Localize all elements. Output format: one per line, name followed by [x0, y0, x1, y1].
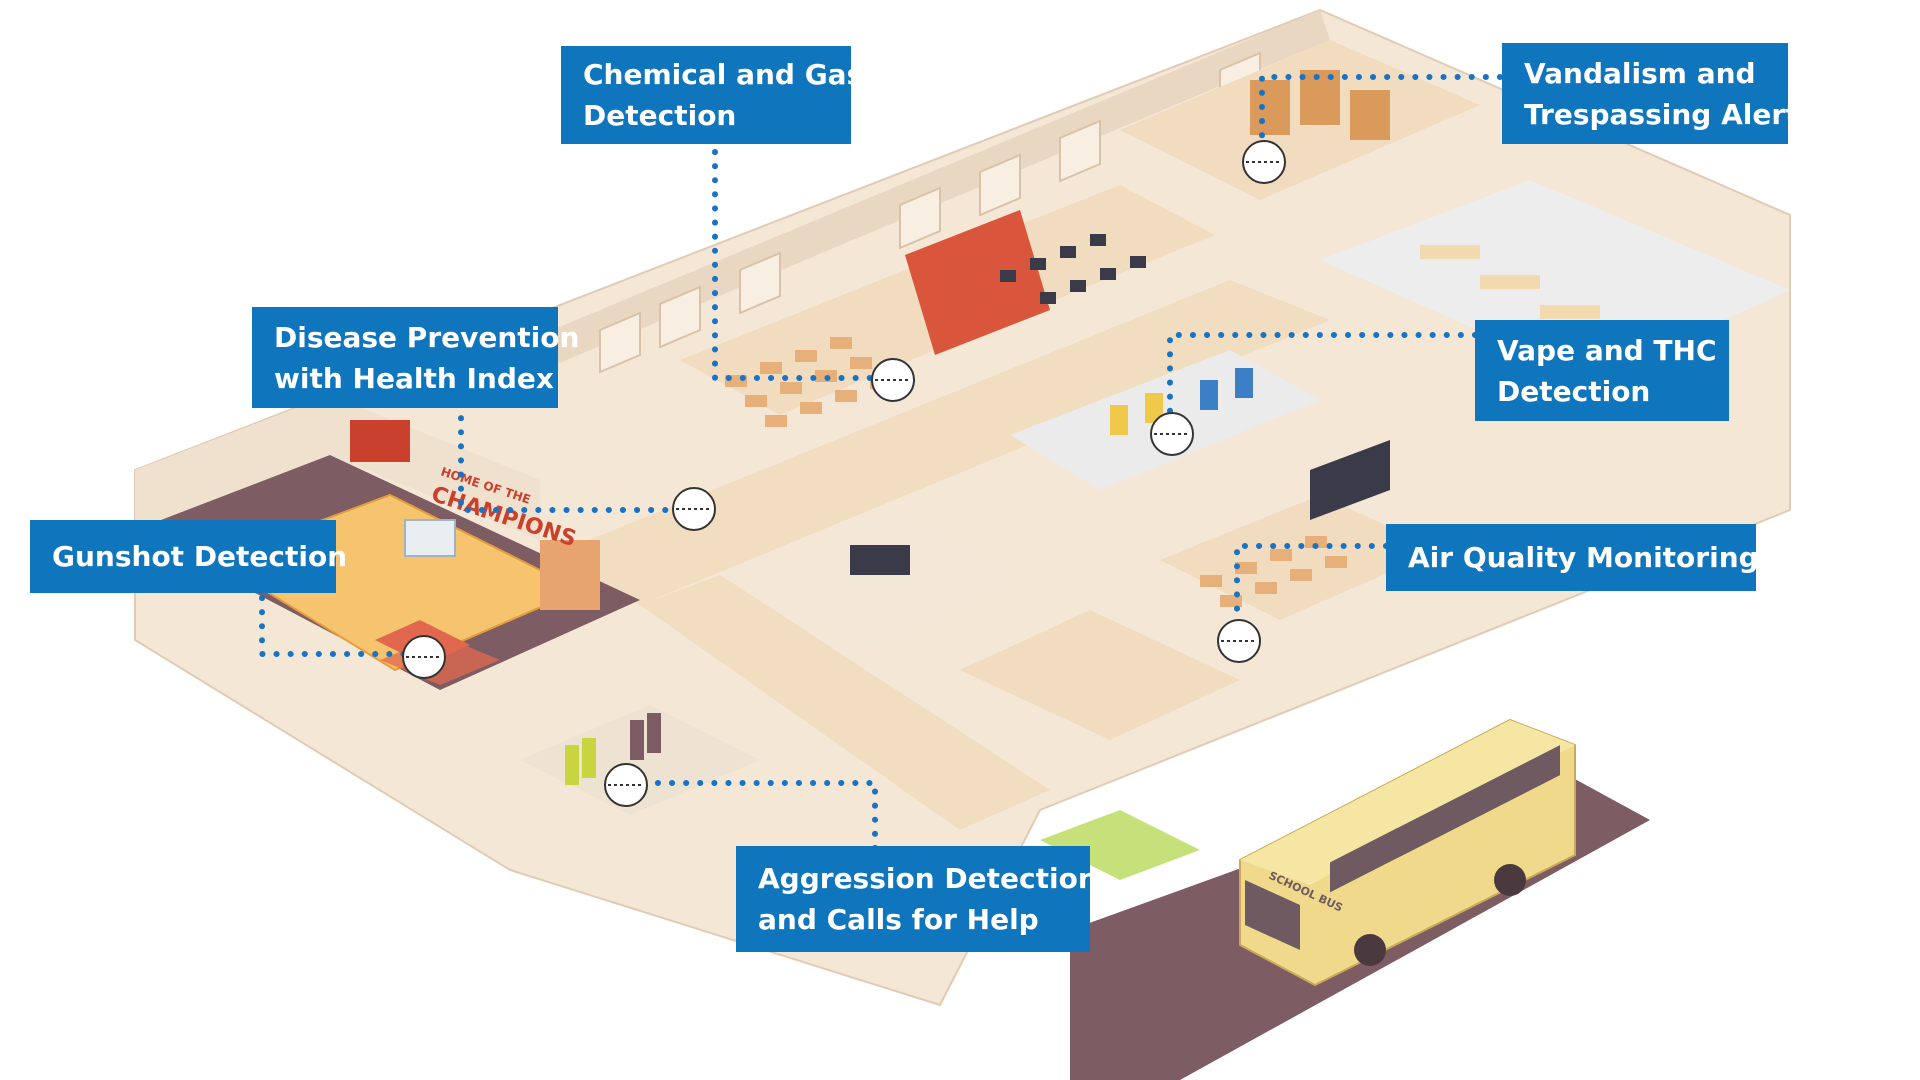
restroom-stalls: [1110, 368, 1253, 435]
callout-disease-line2: with Health Index: [274, 361, 554, 395]
callout-air-quality: Air Quality Monitoring: [1386, 524, 1759, 591]
callout-air-quality-line1: Air Quality Monitoring: [1408, 541, 1759, 574]
callout-vape-line1: Vape and THC: [1497, 333, 1717, 367]
connector-vape: [1167, 332, 1478, 433]
callout-aggression: Aggression Detection and Calls for Help: [736, 846, 1098, 952]
callout-vandalism-line2: Trespassing Alerts: [1524, 97, 1816, 131]
bookshelves: [1250, 70, 1390, 140]
callout-aggression-line1: Aggression Detection: [758, 862, 1098, 895]
bus-area: SCHOOL BUS: [1070, 718, 1650, 1080]
callout-gunshot-line1: Gunshot Detection: [52, 540, 348, 573]
callout-vape-line2: Detection: [1497, 374, 1651, 408]
lockers: [565, 713, 661, 785]
callout-chemical-gas-line2: Detection: [583, 99, 737, 132]
sensor-icon: [672, 487, 716, 531]
main-hallway: [540, 280, 1330, 605]
sensor-icon: [871, 358, 915, 402]
scoreboard: [350, 420, 410, 462]
connector-air: [1234, 543, 1389, 643]
connector-chemical: [712, 149, 883, 381]
callout-disease: Disease Prevention with Health Index: [252, 307, 579, 408]
sensor-icon: [1242, 140, 1286, 184]
sensor-icon: [604, 763, 648, 807]
callout-aggression-line2: and Calls for Help: [758, 903, 1039, 936]
sensor-icon: [402, 635, 446, 679]
callout-vandalism: Vandalism and Trespassing Alerts: [1502, 43, 1815, 144]
entrance-grass: [1040, 810, 1200, 880]
sensor-icon: [1217, 619, 1261, 663]
hoop-backboard: [404, 519, 456, 557]
bus-windows: [1330, 745, 1560, 893]
bus-wheel-back: [1494, 864, 1526, 896]
bus-wheel-front: [1354, 934, 1386, 966]
classroom-air-desks: [1200, 536, 1347, 607]
computer-lab-red-wall: [905, 210, 1050, 355]
bus-windshield: [1245, 880, 1300, 950]
callout-vandalism-line1: Vandalism and: [1524, 56, 1756, 90]
callout-disease-line1: Disease Prevention: [274, 320, 580, 354]
piano: [850, 545, 910, 575]
art-room: [960, 610, 1240, 740]
gym-doors: [540, 540, 600, 610]
music-room: [745, 510, 1010, 650]
cafeteria-tables: [1420, 245, 1600, 319]
connector-gunshot: [259, 595, 423, 657]
gym-wall: [135, 395, 540, 540]
sensors: [402, 140, 1286, 807]
classroom-chem-desks: [725, 337, 892, 427]
classroom-air: [1160, 495, 1440, 620]
callout-gunshot: Gunshot Detection: [30, 520, 347, 593]
bus-roof: [1240, 720, 1575, 885]
blackboard: [1310, 440, 1390, 520]
cross-hallway: [640, 575, 1050, 830]
sensor-icon: [1150, 412, 1194, 456]
connector-vandalism: [1259, 74, 1503, 163]
callout-vape: Vape and THC Detection: [1475, 320, 1729, 421]
connectors: [259, 74, 1503, 851]
building: HOME OF THE CHAMPIONS: [134, 8, 1791, 1007]
callout-chemical-gas: Chemical and Gas Detection: [561, 46, 863, 144]
computer-monitors: [1000, 234, 1146, 304]
callout-chemical-gas-line1: Chemical and Gas: [583, 58, 864, 91]
